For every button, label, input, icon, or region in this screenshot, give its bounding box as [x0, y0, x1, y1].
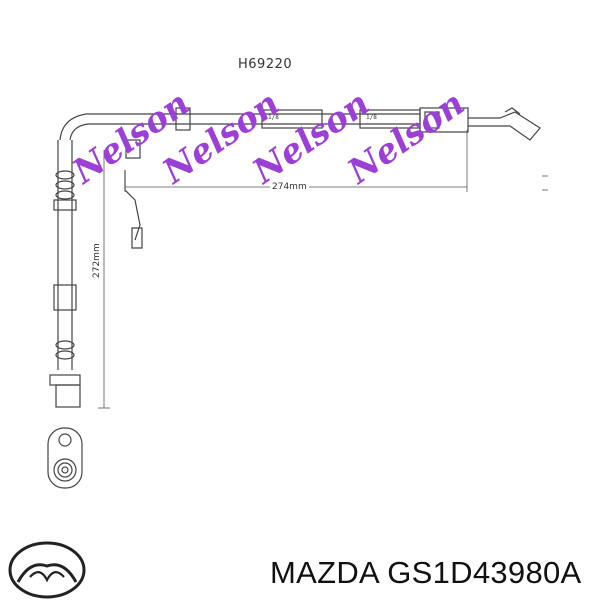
fitting-label-2: 1/8 [366, 114, 377, 121]
fitting-label-1: 1/8 [268, 114, 279, 121]
fitting-1 [175, 107, 191, 131]
dimension-vertical-label: 272mm [92, 241, 102, 280]
fitting-end-inner [424, 111, 440, 129]
dimension-horizontal-label: 274mm [270, 182, 309, 192]
mount-top [49, 374, 81, 386]
part-code-label: H69220 [238, 57, 293, 72]
brand-name: MAZDA [270, 555, 379, 590]
banjo-hole-outer [53, 458, 77, 482]
part-number: GS1D43980A [387, 555, 582, 590]
fitting-end-block [419, 107, 469, 133]
banjo-eye [47, 427, 83, 489]
end-connector-tab [504, 107, 521, 115]
banjo-hole-inner [61, 466, 69, 474]
banjo-hole-mid [57, 462, 73, 478]
brand-part-number: MAZDA GS1D43980A [270, 555, 582, 591]
fitting-2 [261, 109, 323, 129]
banjo-hole-top [58, 433, 72, 447]
hose-top-line [59, 113, 420, 141]
bracket-tab [131, 227, 143, 249]
ring-1 [55, 170, 75, 180]
ring-3 [55, 190, 75, 200]
collar-2 [53, 284, 77, 311]
ring-5 [55, 350, 75, 360]
bracket [125, 139, 141, 159]
end-connector [468, 111, 541, 141]
mount-body [55, 384, 81, 408]
hose-top-line-inner [69, 123, 420, 141]
ring-2 [55, 180, 75, 190]
ring-4 [55, 340, 75, 350]
collar-1 [53, 199, 77, 211]
mazda-logo-icon [8, 541, 86, 599]
